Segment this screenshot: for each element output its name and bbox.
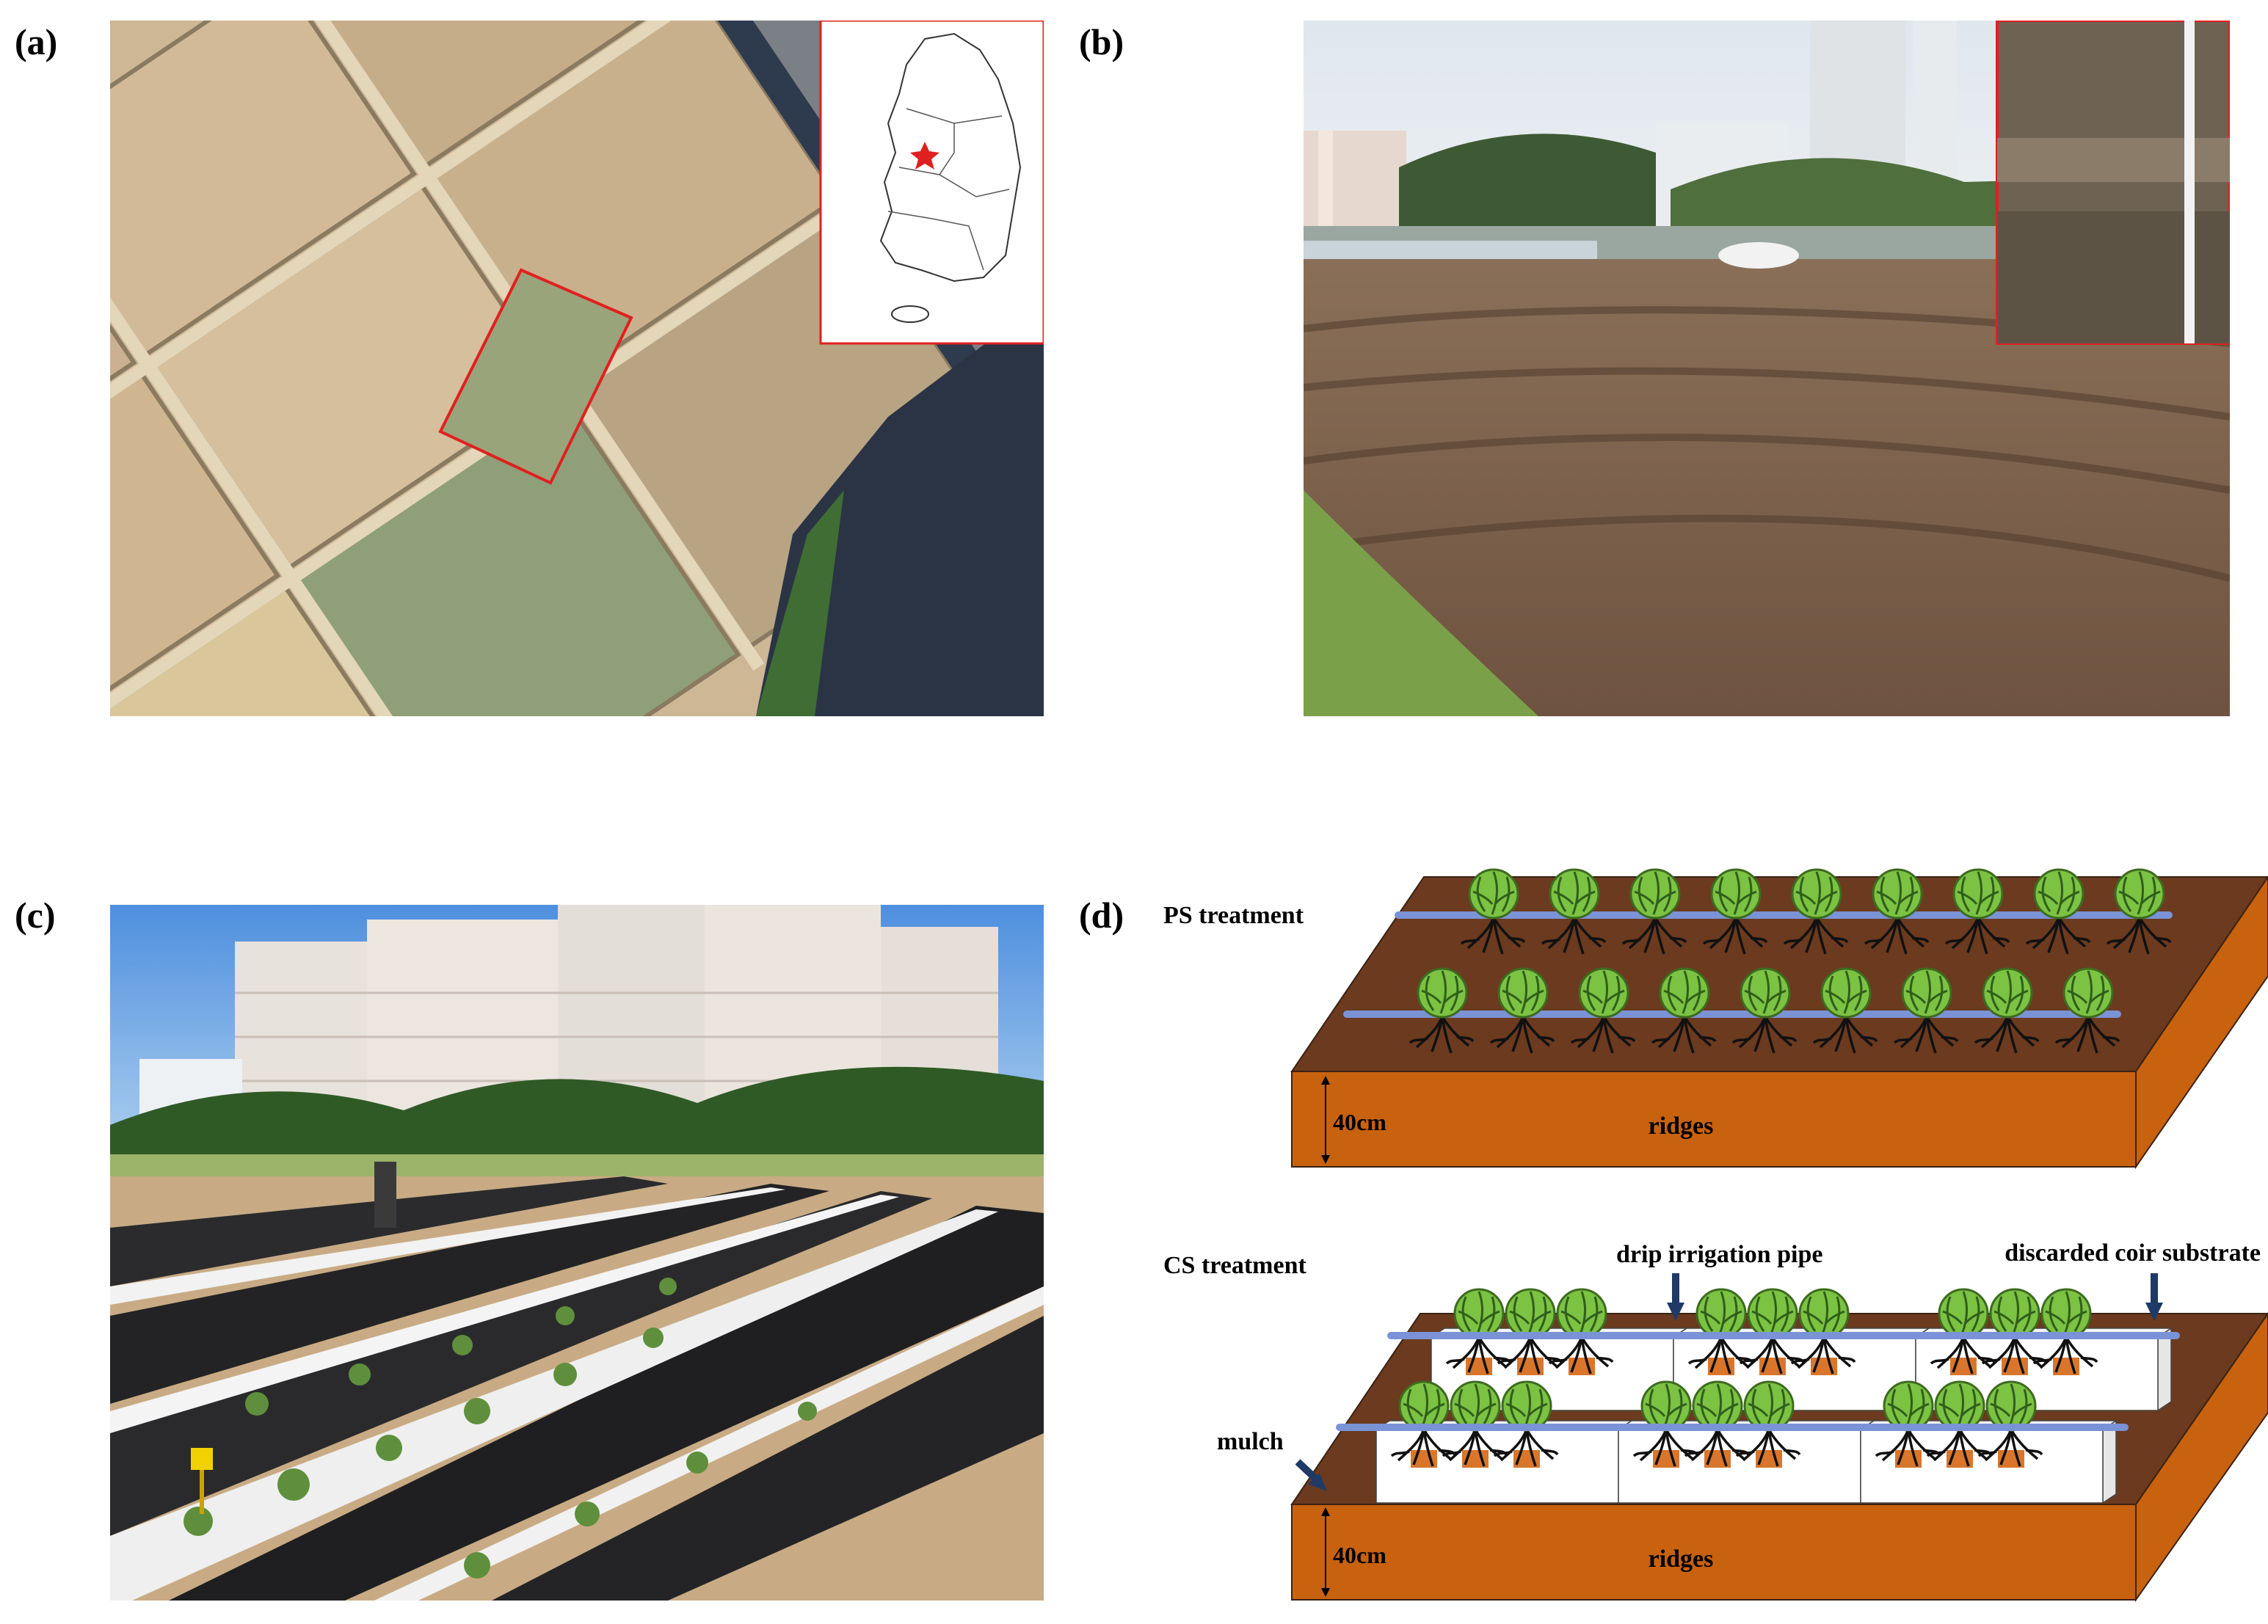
ps-treatment-title: PS treatment	[1163, 902, 1304, 929]
panel-c-field-photo	[110, 905, 1044, 1601]
panel-a-aerial-image	[110, 21, 1044, 716]
panel-label-c: (c)	[15, 895, 56, 936]
cs-depth-label: 40cm	[1333, 1542, 1386, 1568]
drip-irrigation-label: drip irrigation pipe	[1616, 1241, 1822, 1268]
cs-drip-pipes	[1336, 1332, 2180, 1431]
panel-label-d: (d)	[1079, 895, 1124, 936]
panel-b-field-photo	[1304, 21, 2230, 716]
panel-label-a: (a)	[15, 21, 58, 62]
coir-substrate-label: discarded coir substrate	[2005, 1239, 2261, 1267]
drip-arrow-icon	[1667, 1273, 1684, 1321]
mulch-arrow-icon	[1295, 1459, 1327, 1491]
mulch-label: mulch	[1217, 1428, 1284, 1455]
panel-label-b: (b)	[1079, 21, 1124, 62]
coir-arrow-icon	[2145, 1273, 2163, 1321]
ps-depth-label: 40cm	[1333, 1109, 1386, 1135]
cs-treatment-title: CS treatment	[1163, 1252, 1306, 1279]
cs-ridges-label: ridges	[1649, 1545, 1714, 1573]
panel-d-schematic: 40cm ridges PS treatment 40cm ridges CS …	[1145, 859, 2268, 1624]
ps-ridges-label: ridges	[1649, 1113, 1714, 1140]
